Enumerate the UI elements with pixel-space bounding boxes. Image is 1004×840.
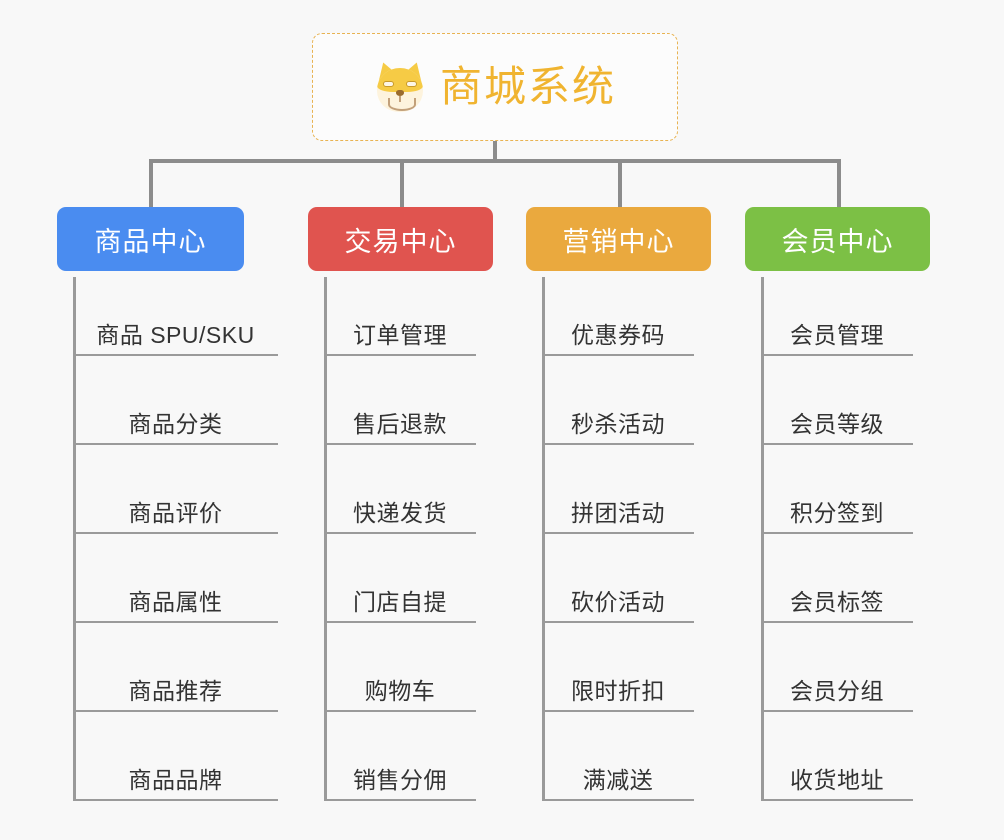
dog-nose-icon — [395, 90, 404, 96]
column-spine-member-center — [761, 277, 764, 801]
leaf-item[interactable]: 商品推荐 — [73, 656, 278, 712]
leaf-item[interactable]: 商品品牌 — [73, 745, 278, 801]
leaf-item[interactable]: 积分签到 — [761, 478, 913, 534]
column-spine-trade-center — [324, 277, 327, 801]
root-title: 商城系统 — [439, 63, 616, 110]
dog-head-icon — [376, 68, 423, 112]
leaf-item[interactable]: 购物车 — [324, 656, 476, 712]
leaf-item[interactable]: 秒杀活动 — [542, 389, 694, 445]
leaf-item[interactable]: 会员分组 — [761, 656, 913, 712]
leaf-item[interactable]: 销售分佣 — [324, 745, 476, 801]
leaf-item[interactable]: 商品 SPU/SKU — [73, 300, 278, 356]
category-header-product-center[interactable]: 商品中心 — [57, 207, 244, 271]
leaf-item[interactable]: 商品分类 — [73, 389, 278, 445]
connector-drop-marketing-center — [618, 159, 622, 207]
leaf-item[interactable]: 优惠券码 — [542, 300, 694, 356]
category-header-marketing-center[interactable]: 营销中心 — [526, 207, 711, 271]
category-header-member-center[interactable]: 会员中心 — [745, 207, 930, 271]
dog-eye-right-icon — [405, 81, 417, 87]
column-spine-marketing-center — [542, 277, 545, 801]
leaf-item[interactable]: 门店自提 — [324, 567, 476, 623]
dog-eye-left-icon — [382, 81, 394, 87]
leaf-item[interactable]: 会员管理 — [761, 300, 913, 356]
category-header-trade-center[interactable]: 交易中心 — [308, 207, 493, 271]
leaf-item[interactable]: 订单管理 — [324, 300, 476, 356]
leaf-item[interactable]: 售后退款 — [324, 389, 476, 445]
leaf-item[interactable]: 会员等级 — [761, 389, 913, 445]
connector-drop-trade-center — [400, 159, 404, 207]
leaf-item[interactable]: 拼团活动 — [542, 478, 694, 534]
leaf-item[interactable]: 快递发货 — [324, 478, 476, 534]
leaf-item[interactable]: 砍价活动 — [542, 567, 694, 623]
connector-drop-product-center — [149, 159, 153, 207]
leaf-item[interactable]: 满减送 — [542, 745, 694, 801]
shiba-dog-face-icon — [372, 59, 428, 113]
leaf-item[interactable]: 限时折扣 — [542, 656, 694, 712]
leaf-item[interactable]: 会员标签 — [761, 567, 913, 623]
leaf-item[interactable]: 商品属性 — [73, 567, 278, 623]
leaf-item[interactable]: 商品评价 — [73, 478, 278, 534]
dog-smile-icon — [387, 98, 416, 111]
connector-root-stem — [493, 141, 497, 162]
column-spine-product-center — [73, 277, 76, 801]
connector-drop-member-center — [837, 159, 841, 207]
root-node[interactable]: 商城系统 — [312, 33, 678, 141]
dog-mask-icon — [376, 68, 423, 92]
connector-horizontal-bus — [149, 159, 841, 163]
leaf-item[interactable]: 收货地址 — [761, 745, 913, 801]
